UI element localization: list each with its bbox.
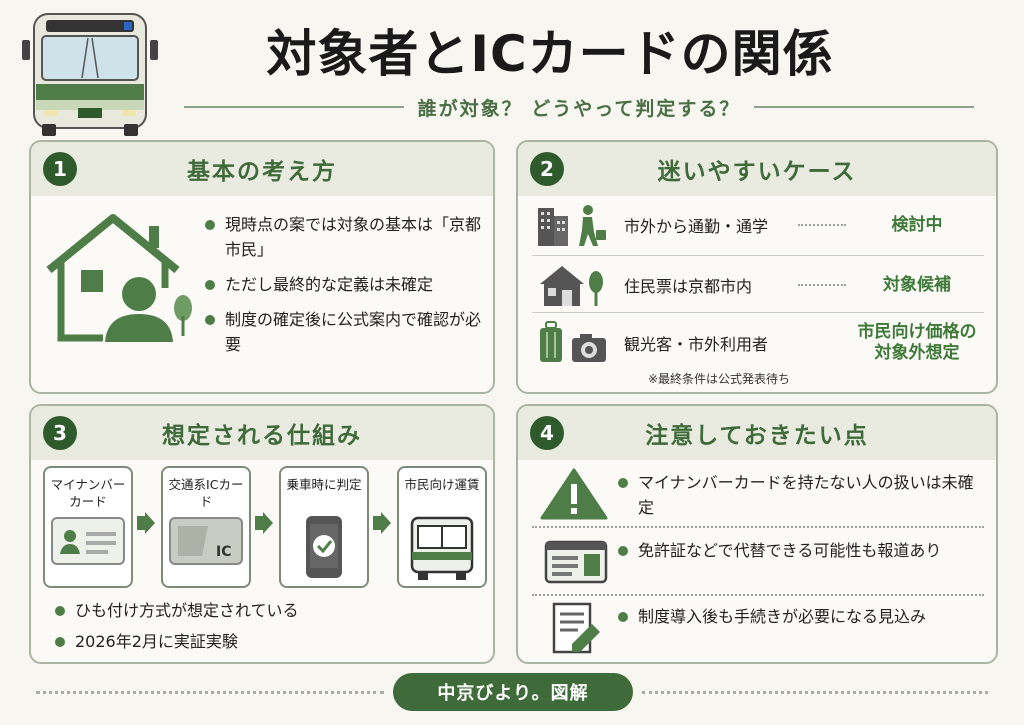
list-item: 制度の確定後に公式案内で確認が必要 <box>203 307 493 357</box>
footer-divider-right <box>642 691 988 694</box>
row-divider <box>532 312 984 313</box>
case-status: 対象候補 <box>883 274 951 295</box>
dotted-leader <box>798 284 846 286</box>
id-card-icon <box>51 517 125 565</box>
subtitle-divider-right <box>754 106 975 108</box>
panel-title: 注意しておきたい点 <box>645 423 869 449</box>
document-edit-icon <box>552 602 600 654</box>
bus-icon <box>410 516 474 580</box>
license-icon <box>544 540 608 584</box>
panel-header: 1 基本の考え方 <box>31 142 493 196</box>
panel-confusing-cases: 2 迷いやすいケース 市外から通勤・通学 検討中 住民票は京都市内 対象候補 <box>516 140 998 394</box>
list-item: マイナンバーカードを持たない人の扱いは未確定 <box>616 470 986 520</box>
bullet-list: マイナンバーカードを持たない人の扱いは未確定 <box>616 468 986 520</box>
page-subtitle: 誰が対象？ どうやって判定する？ <box>417 97 741 120</box>
case-row: 住民票は京都市内 対象候補 <box>532 260 982 310</box>
list-item: 現時点の案では対象の基本は「京都市民」 <box>203 212 493 262</box>
bus-icon <box>22 13 158 136</box>
page-title: 対象者とICカードの関係 <box>266 25 834 83</box>
house-person-icon <box>46 214 192 342</box>
ic-card-icon: IC <box>169 517 243 565</box>
subtitle-row: 誰が対象？ どうやって判定する？ <box>184 94 975 120</box>
panel-mechanism: 3 想定される仕組み マイナンバーカード 交通系ICカード IC 乗車時に判定 <box>29 404 495 664</box>
panel-title: 迷いやすいケース <box>657 159 857 185</box>
bullet-list: ひも付け方式が想定されている 2026年2月に実証実験 <box>53 598 299 660</box>
case-row: 市外から通勤・通学 検討中 <box>532 200 982 250</box>
caution-row: 免許証などで代替できる可能性も報道あり <box>532 536 986 588</box>
list-item: ひも付け方式が想定されている <box>53 598 299 623</box>
subtitle-divider-left <box>184 106 404 108</box>
bullet-list: 免許証などで代替できる可能性も報道あり <box>616 536 986 563</box>
list-item: ただし最終的な定義は未確定 <box>203 272 493 297</box>
phone-check-icon <box>306 516 342 578</box>
caution-row: マイナンバーカードを持たない人の扱いは未確定 <box>532 468 986 520</box>
case-label: 観光客・市外利用者 <box>624 335 769 354</box>
flow-step-label: 乗車時に判定 <box>286 477 362 492</box>
footer-credit-badge: 中京びより。図解 <box>393 673 633 711</box>
panel-number-badge: 1 <box>43 152 77 186</box>
case-status: 市民向け価格の対象外想定 <box>857 322 977 363</box>
panel-title: 想定される仕組み <box>162 423 362 449</box>
list-item: 制度導入後も手続きが必要になる見込み <box>616 604 986 629</box>
flow-step: 乗車時に判定 <box>279 466 369 588</box>
flow-step: 交通系ICカード IC <box>161 466 251 588</box>
arrow-right-icon <box>137 512 155 534</box>
arrow-right-icon <box>255 512 273 534</box>
row-divider <box>532 594 984 596</box>
panel-cautions: 4 注意しておきたい点 マイナンバーカードを持たない人の扱いは未確定 免許証など… <box>516 404 998 664</box>
list-item: 2026年2月に実証実験 <box>53 629 299 654</box>
panel-title: 基本の考え方 <box>187 159 337 185</box>
dotted-leader <box>798 224 846 226</box>
flow-step-label: マイナンバーカード <box>50 477 126 509</box>
footnote: ※最終条件は公式発表待ち <box>648 372 791 386</box>
panel-basic-concept: 1 基本の考え方 現時点の案では対象の基本は「京都市民」 ただし最終的な定義は未… <box>29 140 495 394</box>
panel-number-badge: 4 <box>530 416 564 450</box>
caution-row: 制度導入後も手続きが必要になる見込み <box>532 602 986 654</box>
commuter-icon <box>538 205 606 246</box>
row-divider <box>532 526 984 528</box>
bullet-list: 現時点の案では対象の基本は「京都市民」 ただし最終的な定義は未確定 制度の確定後… <box>203 212 493 367</box>
panel-header: 4 注意しておきたい点 <box>518 406 996 460</box>
panel-header: 2 迷いやすいケース <box>518 142 996 196</box>
house-icon <box>540 266 603 306</box>
row-divider <box>532 255 984 256</box>
ic-card-text: IC <box>216 544 231 560</box>
flow-step: 市民向け運賃 <box>397 466 487 588</box>
panel-number-badge: 2 <box>530 152 564 186</box>
list-item: 免許証などで代替できる可能性も報道あり <box>616 538 986 563</box>
flow-step-label: 市民向け運賃 <box>404 477 480 492</box>
arrow-right-icon <box>373 512 391 534</box>
case-status: 検討中 <box>891 214 943 235</box>
footer-divider-left <box>36 691 384 694</box>
panel-header: 3 想定される仕組み <box>31 406 493 460</box>
flow-step-label: 交通系ICカード <box>168 477 244 509</box>
case-label: 市外から通勤・通学 <box>624 217 769 236</box>
case-label: 住民票は京都市内 <box>624 277 753 296</box>
flow-step: マイナンバーカード <box>43 466 133 588</box>
warning-icon <box>540 468 608 520</box>
bullet-list: 制度導入後も手続きが必要になる見込み <box>616 602 986 629</box>
luggage-camera-icon <box>540 321 606 362</box>
panel-number-badge: 3 <box>43 416 77 450</box>
case-row: 観光客・市外利用者 市民向け価格の対象外想定 <box>532 318 982 368</box>
